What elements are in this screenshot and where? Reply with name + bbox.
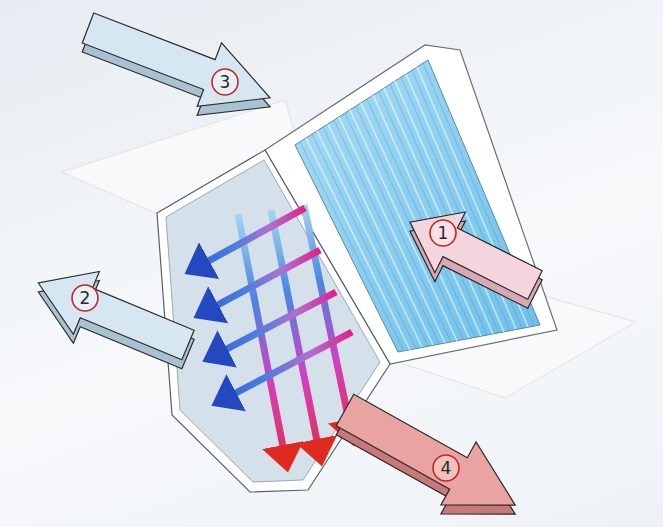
callout-number: 1 [430, 222, 456, 244]
flow-columns [238, 205, 350, 452]
flow-arrow [25, 252, 201, 386]
flow-arrow [76, 0, 282, 139]
callout-number: 2 [72, 287, 98, 309]
flow-arrow [327, 379, 532, 527]
flow-arrow [395, 192, 551, 325]
flow-rows [203, 208, 352, 396]
callout-number: 4 [433, 457, 459, 479]
callout-number: 3 [212, 71, 238, 93]
